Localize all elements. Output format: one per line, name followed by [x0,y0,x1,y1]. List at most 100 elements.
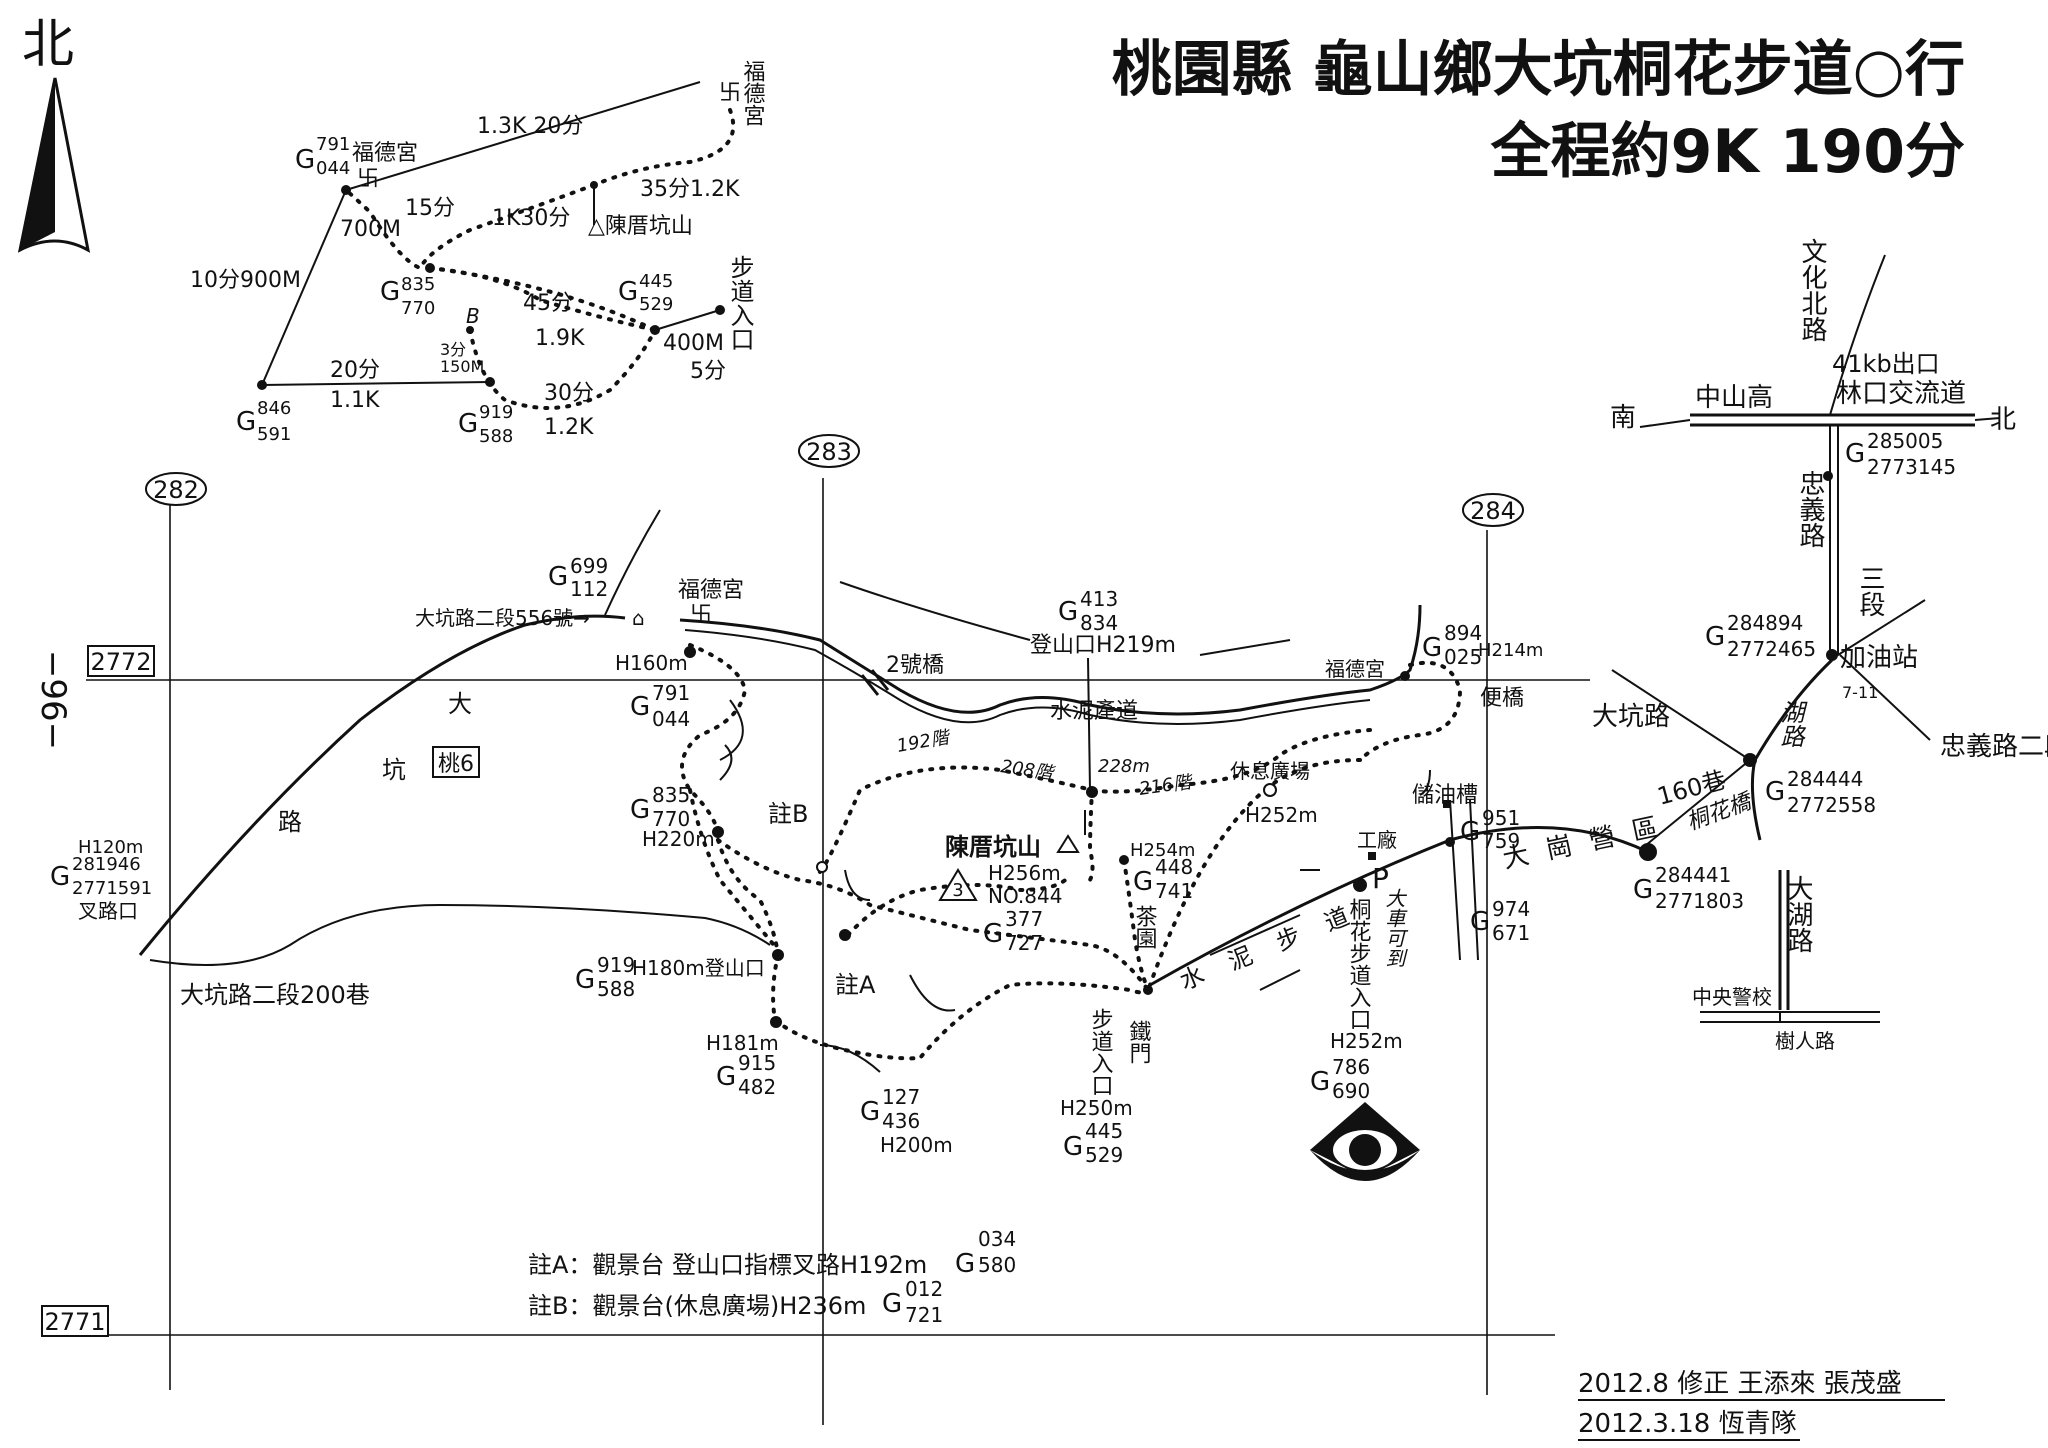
stair-count-label: 208階 [999,756,1057,784]
road-label-zhongyi: 忠義路 [1795,470,1825,548]
g-sup: 445 [1085,1119,1123,1143]
inset-g-sup: 791 [316,134,350,155]
g-sub: 2771591 [72,878,152,899]
g-sub: 741 [1155,879,1193,903]
inset-g-letter: G [458,409,478,439]
g-letter: G [1470,907,1490,937]
grid-x-282: 282 [153,476,199,504]
highway-exit-km: 41kb出口 [1832,350,1940,378]
elevation-label: 228m [1098,756,1150,777]
g-letter: G [1063,1132,1083,1162]
inset-g-sub: 529 [639,294,673,315]
rest-plaza-label: 休息廣場 [1230,759,1310,783]
road-label-hu: 湖路 [1776,700,1804,748]
address-556-label: 大坑路二段556號→ [415,606,590,630]
coordinate-grid [86,478,1590,1425]
grid-y-2771: 2771 [44,1308,105,1336]
elevation-label: H200m [880,1133,953,1157]
inset-g-name: 福德宮 [352,141,418,166]
elevation-label: H256m [988,861,1061,885]
tea-garden-label: 茶園 [1132,905,1158,949]
bus-access-label: 大車可到 [1382,888,1406,968]
temple-icon: ⌂ [632,606,645,630]
inset-seg-label: 400M [663,331,724,356]
stair-count-label: 192階 [895,727,953,757]
lane200-label: 大坑路二段200巷 [180,981,370,1009]
g-sup: 974 [1492,897,1530,921]
inset-g-letter: G [236,407,256,437]
inset-swastika-icon-2: 卐 [357,167,379,192]
south-label: 南 [1610,403,1636,433]
inset-seg-label: 1.2K [544,415,594,440]
g-sup: 281946 [72,854,141,875]
g-sub: 588 [597,977,635,1001]
g-sub: 529 [1085,1143,1123,1167]
inset-entrance: 步道入口 [726,255,754,351]
note-b-marker: 註B [768,800,808,828]
temple-label: 福德宮 [678,578,744,603]
inset-g-sub: 591 [257,424,291,445]
inset-seg-label: 1.9K [535,326,585,351]
g-sub: 436 [882,1109,920,1133]
inset-g-letter: G [618,277,638,307]
g-sup: 284894 [1727,611,1803,635]
g-sub: 2772465 [1727,637,1816,661]
g-sub: 721 [905,1303,943,1327]
road-char-lu: 路 [278,808,302,836]
g-letter: G [1460,817,1480,847]
inset-g-sup: 846 [257,398,291,419]
inset-g-sub: 588 [479,426,513,447]
g-sup: 894 [1444,621,1482,645]
map-subtitle: 全程約9K 190分 [1490,117,1965,187]
g-sub: 671 [1492,921,1530,945]
camp-label: 大崗營區 [1500,809,1678,875]
g-letter: G [630,795,650,825]
g-sub: 580 [978,1253,1016,1277]
g-sup: 915 [738,1051,776,1075]
highway-name: 中山高 [1695,383,1773,413]
inset-g-sub: 044 [316,158,350,179]
oil-tank-label: 儲油槽 [1412,783,1478,808]
g-letter: G [1310,1067,1330,1097]
g-sup: 012 [905,1277,943,1301]
g-sub: 112 [570,577,608,601]
g-letter: G [575,965,595,995]
cement-road-label: 水泥產道 [1050,699,1138,724]
g-letter: G [1422,633,1442,663]
survey-date: 2012.3.18 恆青隊 [1578,1409,1797,1439]
g-sup: 413 [1080,587,1118,611]
g-sup: 448 [1155,855,1193,879]
g-sup: 284441 [1655,863,1731,887]
inset-point-b: B [466,304,480,328]
road-char-keng: 坑 [382,756,406,784]
g-sup: 919 [597,953,635,977]
page-side-number: −96− [33,650,73,750]
road-label-shuren: 樹人路 [1775,1029,1835,1053]
temple-label-2: 福德宮 [1325,657,1385,681]
trailhead-180-label: H180m登山口 [632,956,765,980]
g-sub: 690 [1332,1079,1370,1103]
bridge2-label: 2號橋 [886,653,944,678]
route-schematic-inset: 卐 卐 福德宮 步道入口 G 791 044 福德宮 G 835 770 G 4… [190,60,766,447]
g-letter: G [1765,777,1785,807]
inset-seg-label: 10分900M [190,268,301,293]
g-sup: 034 [978,1227,1016,1251]
g-letter: G [860,1097,880,1127]
note-b-text: 註B：觀景台(休息廣場)H236m [528,1292,866,1320]
inset-g-sub: 770 [401,298,435,319]
inset-g-sup: 919 [479,402,513,423]
north-label: 北 [22,15,74,75]
note-a-marker: 註A [835,971,876,999]
g-letter: G [630,692,650,722]
fork-label: 叉路口 [78,899,138,923]
g-letter: G [1133,867,1153,897]
temporary-bridge-label: 便橋 [1480,686,1524,711]
g-sub: 044 [652,707,690,731]
trailhead-219-label: 登山口H219m [1030,633,1176,658]
g-sup: 835 [652,783,690,807]
inset-seg-label: 150M [440,357,484,376]
g-sup: 285005 [1867,429,1943,453]
road-label-dahu: 大湖路 [1783,875,1813,953]
elevation-label: H252m [1245,803,1318,827]
